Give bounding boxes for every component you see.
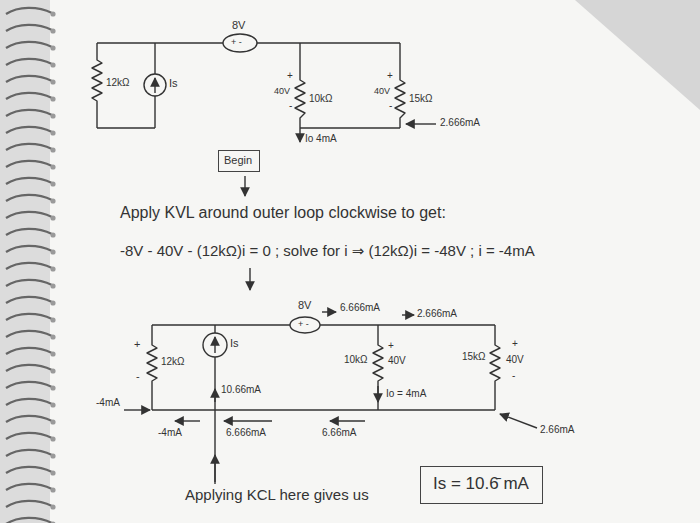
wire: [152, 409, 495, 410]
handwritten-label: Is: [169, 78, 178, 89]
resistor-symbol: [92, 43, 102, 128]
handwritten-label: 40V: [274, 87, 290, 96]
answer-box: Is = 10.6̄ mA: [420, 466, 543, 504]
current-arrow: [406, 123, 436, 124]
handwritten-label: +: [287, 71, 293, 81]
current-arrow: [500, 414, 537, 428]
handwritten-label: 15kΩ: [409, 94, 433, 104]
handwritten-label: 40V: [506, 355, 524, 365]
current-arrow: [299, 128, 300, 142]
resistor-symbol: [147, 325, 157, 410]
wire: [300, 127, 400, 128]
handwritten-label: -4mA: [158, 428, 182, 438]
wire: [152, 324, 495, 325]
handwritten-label: +: [512, 339, 518, 349]
wire: [97, 42, 400, 43]
handwritten-label: 12kΩ: [106, 78, 130, 88]
resistor-symbol: [490, 325, 500, 410]
handwritten-label: 12kΩ: [161, 357, 185, 367]
current-arrow: [124, 409, 150, 410]
handwritten-label: Is: [230, 338, 239, 349]
resistor-symbol: [295, 43, 305, 128]
voltage-source-symbol: [223, 34, 257, 52]
handwritten-label: + -: [231, 38, 242, 47]
start-box: Begin: [218, 150, 260, 172]
resistor-symbol: [373, 325, 383, 410]
current-source-symbol: [203, 333, 227, 357]
handwritten-label: + -: [298, 320, 309, 329]
voltage-source-symbol: [290, 317, 320, 333]
handwritten-label: Applying KCL here gives us: [185, 487, 369, 502]
current-arrow: [322, 311, 336, 312]
handwritten-label: 15kΩ: [462, 352, 486, 362]
handwritten-label: 10kΩ: [344, 355, 368, 365]
current-arrow: [402, 314, 414, 315]
handwritten-label: -: [512, 371, 515, 381]
handwritten-label: 2.666mA: [417, 309, 457, 319]
handwritten-label: -4mA: [96, 398, 120, 408]
handwritten-label: -8V - 40V - (12kΩ)i = 0 ; solve for i ⇒ …: [120, 243, 535, 258]
source-arrow: [154, 78, 155, 93]
current-arrow: [214, 389, 215, 402]
handwritten-label: -: [389, 101, 392, 111]
handwritten-label: 6.66mA: [322, 428, 356, 438]
current-arrow: [330, 420, 365, 421]
handwritten-label: Apply KVL around outer loop clockwise to…: [120, 205, 446, 221]
paper: [50, 0, 700, 523]
pointer-arrow: [214, 455, 215, 484]
flow-arrow: [249, 268, 250, 290]
handwritten-label: +: [134, 339, 140, 350]
handwritten-label: 2.66mA: [540, 425, 574, 435]
page-shadow: [575, 0, 700, 110]
handwritten-label: +: [388, 341, 394, 351]
handwritten-label: -: [136, 371, 140, 382]
box-text: Begin: [224, 154, 254, 166]
wire: [97, 43, 155, 128]
handwritten-label: 8V: [298, 300, 311, 311]
handwritten-label: 10kΩ: [309, 94, 333, 104]
handwritten-label: 6.666mA: [226, 428, 266, 438]
handwritten-label: Io 4mA: [305, 134, 337, 144]
resistor-symbol: [395, 43, 405, 128]
current-arrow: [175, 420, 200, 421]
flow-arrow: [244, 176, 245, 196]
spiral-binding: [0, 0, 60, 523]
handwritten-label: 2.666mA: [440, 118, 480, 128]
handwritten-label: 6.666mA: [340, 303, 380, 313]
box-text: Is = 10.6̄ mA: [433, 475, 530, 494]
handwritten-label: -: [289, 101, 292, 111]
handwritten-label: +: [387, 71, 393, 81]
handwritten-label: 40V: [388, 356, 406, 366]
current-arrow: [224, 420, 272, 421]
handwritten-label: 40V: [374, 87, 390, 96]
handwritten-label: 10.66mA: [221, 385, 261, 395]
current-arrow: [377, 386, 378, 402]
current-source-symbol: [144, 74, 166, 96]
handwritten-label: 8V: [232, 20, 245, 31]
handwritten-label: Io = 4mA: [386, 389, 426, 399]
source-arrow: [214, 337, 215, 353]
